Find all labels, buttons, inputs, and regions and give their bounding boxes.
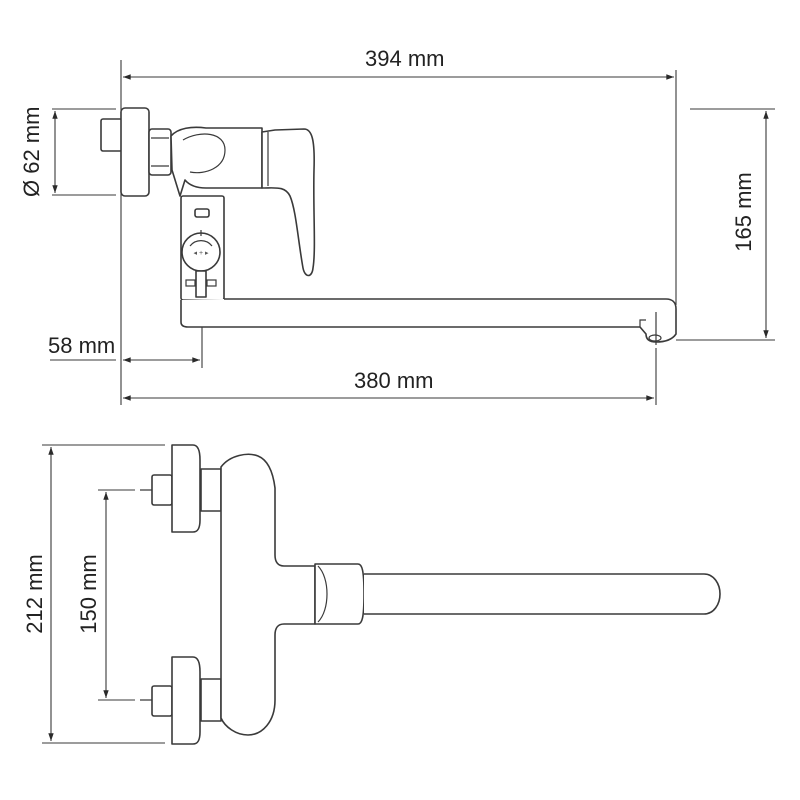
svg-text:◂ + ▸: ◂ + ▸ (193, 250, 208, 257)
dim-inlet-spacing: 150 mm (76, 554, 101, 634)
dim-overall-height: 212 mm (22, 554, 47, 634)
dim-wall-to-axis: 58 mm (48, 333, 116, 358)
dim-flange-diameter: Ø 62 mm (19, 106, 44, 197)
front-view (42, 444, 721, 745)
dim-overall-width: 394 mm (365, 46, 445, 71)
dim-spout-reach: 380 mm (354, 368, 434, 393)
dim-height-outlet: 165 mm (731, 172, 756, 252)
top-view: ◂ + ▸ (50, 60, 775, 405)
